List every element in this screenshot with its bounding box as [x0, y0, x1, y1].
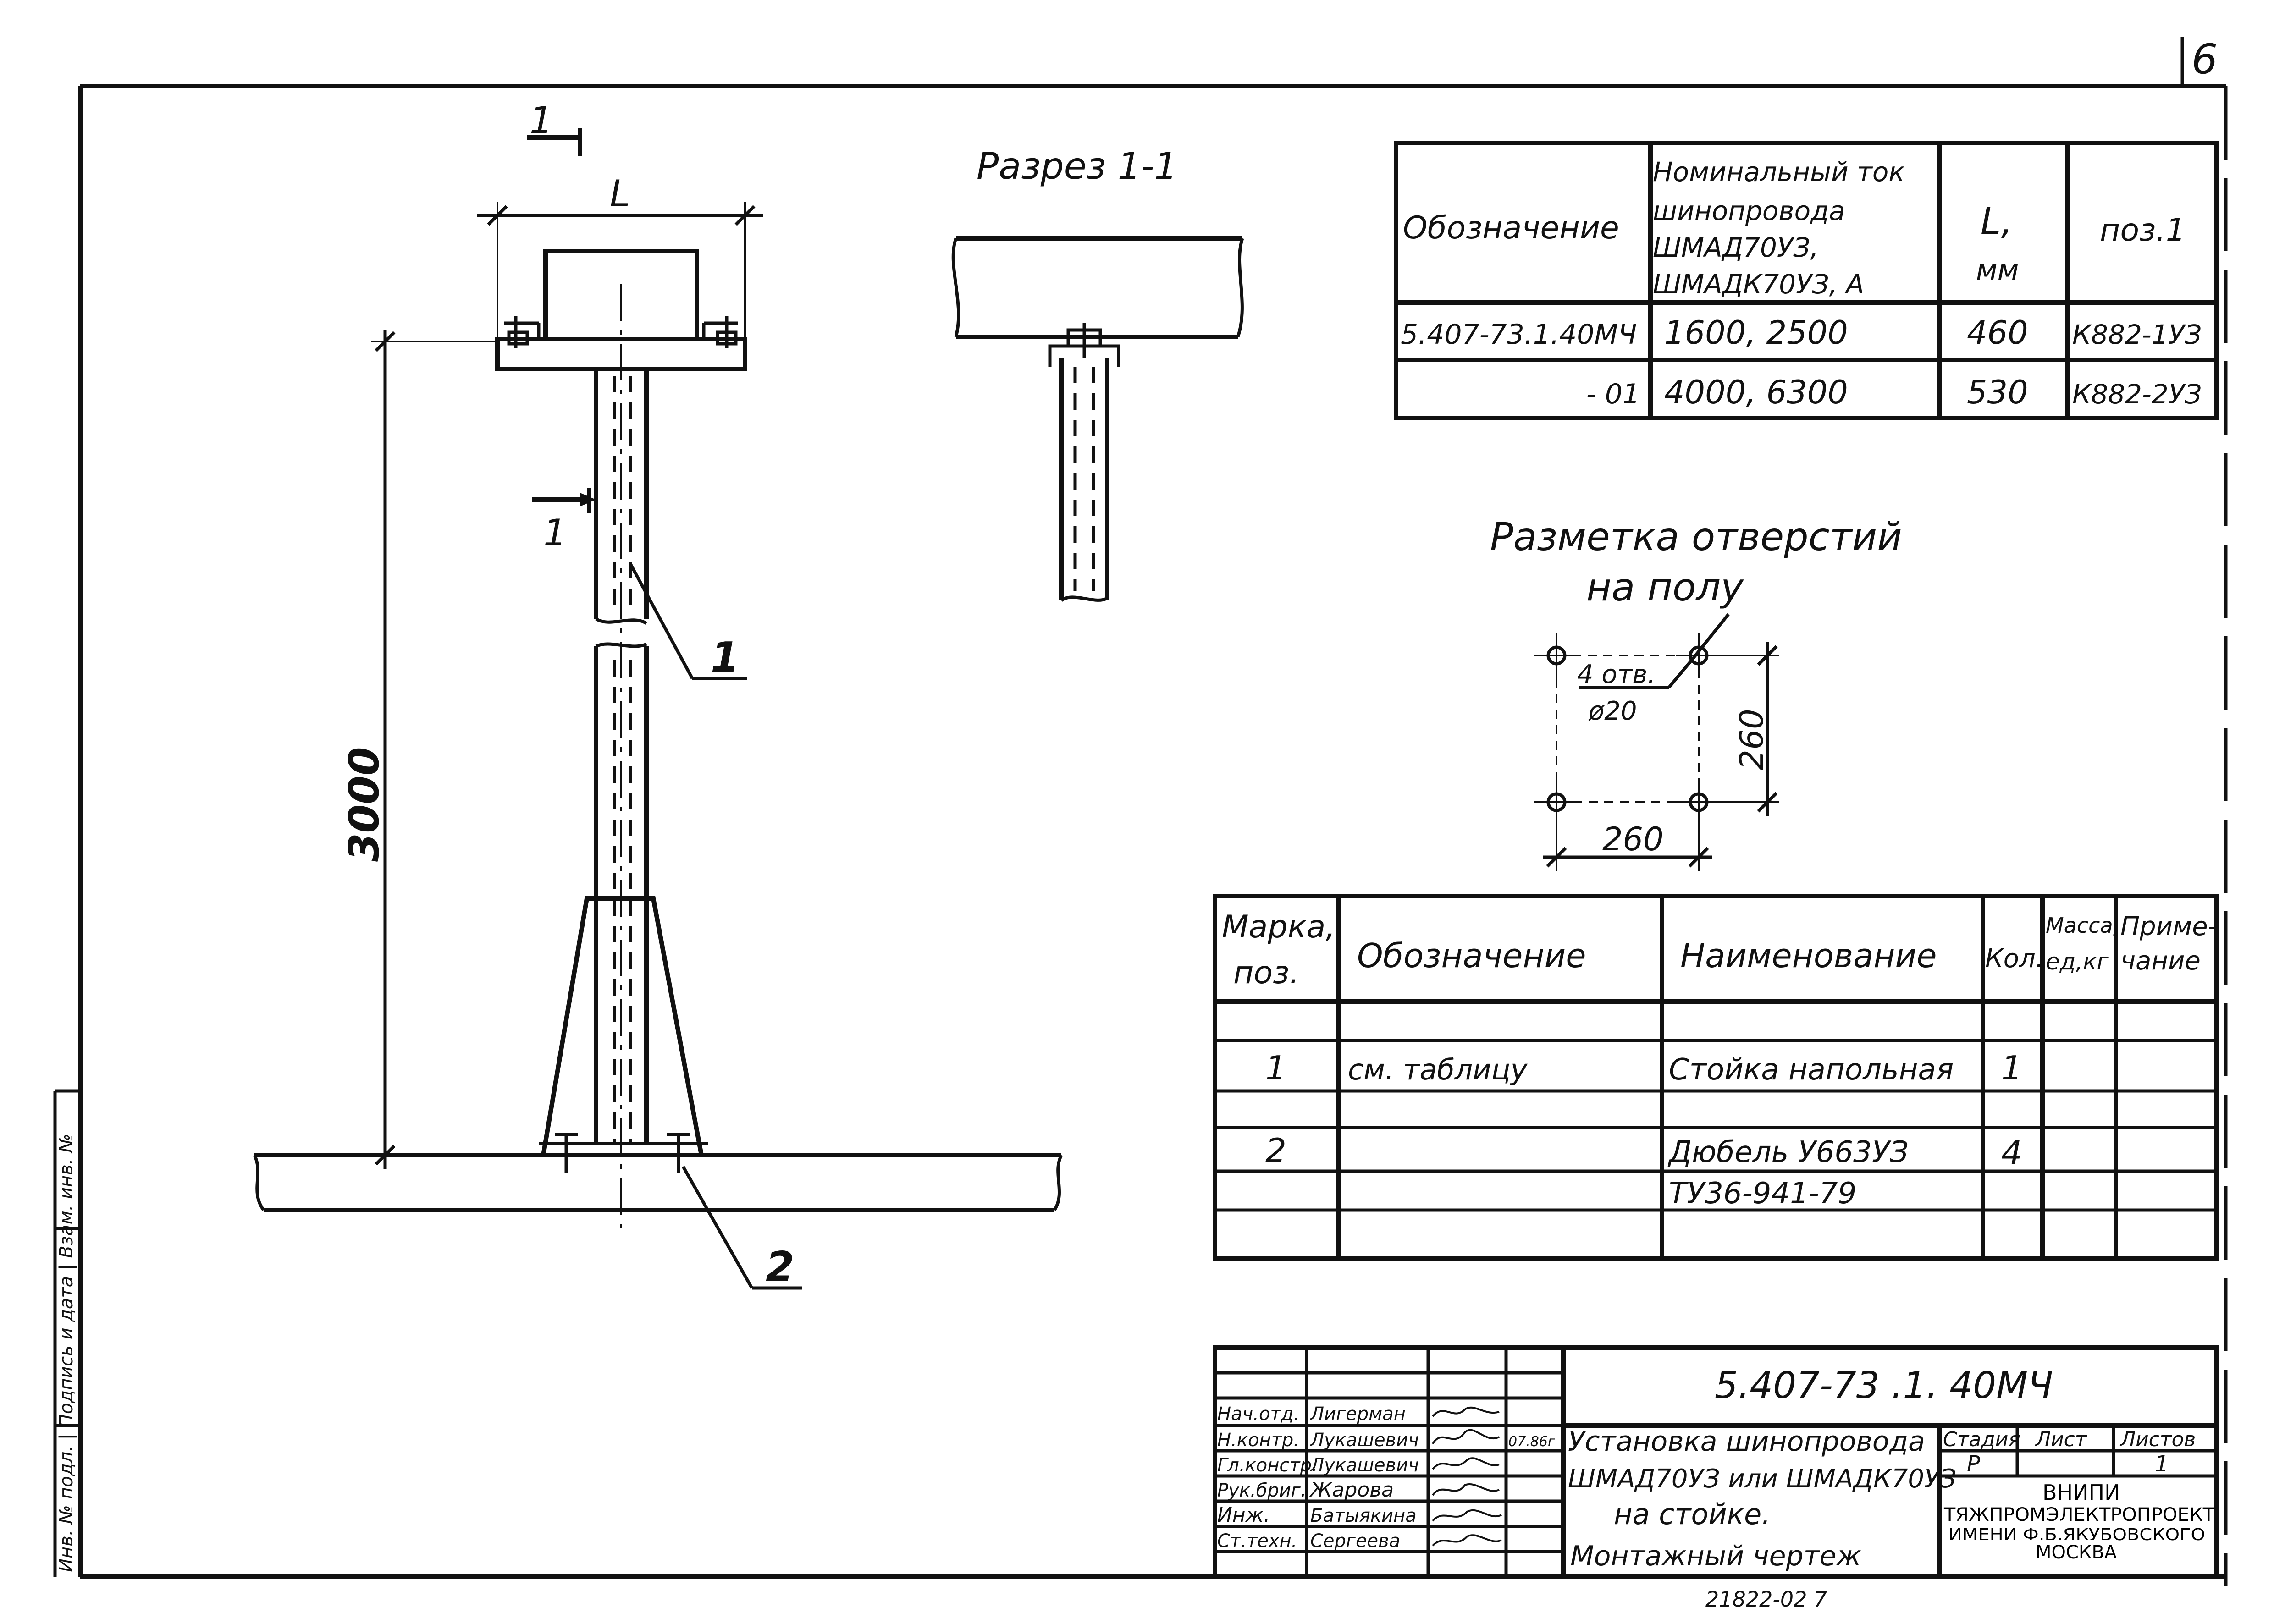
spec-row1-mark: 1	[1265, 1049, 1286, 1087]
param-header-length-line2: мм	[1976, 253, 2019, 286]
bottom-archive-number: 21822-02 7	[1706, 1587, 1827, 1612]
title-org-line3: ИМЕНИ Ф.Б.ЯКУБОВСКОГО	[1948, 1525, 2205, 1544]
specification-table: Марка, поз. Обозначение Наименование Кол…	[1213, 894, 2219, 1261]
spec-header-mass-line2: ед,кг	[2046, 948, 2109, 975]
sig-name-4: Жарова	[1309, 1478, 1394, 1502]
param-header-pos1: поз.1	[2100, 212, 2186, 248]
sig-date-2: 07.86г	[1508, 1434, 1555, 1450]
spec-header-qty: Кол.	[1985, 944, 2044, 974]
holes-note-line1: 4 отв.	[1577, 660, 1656, 689]
title-line4: Монтажный чертеж	[1570, 1540, 1861, 1572]
holes-note-line2: ø20	[1588, 696, 1637, 726]
spec-header-designation: Обозначение	[1357, 936, 1586, 975]
spec-header-mark-line1: Марка,	[1222, 909, 1336, 945]
title-line2: ШМАД70УЗ или ШМАДК70УЗ	[1568, 1464, 1956, 1494]
sheet-number: 6	[2191, 35, 2218, 83]
spec-header-note-line2: чание	[2120, 946, 2201, 976]
cut-marker-mid: 1	[543, 512, 567, 554]
title-sheet-header: Лист	[2035, 1428, 2087, 1451]
side-stamp: Инв. № подл. | Подпись и дата | Взам. ин…	[53, 1089, 80, 1577]
param-row1-designation: 5.407-73.1.40МЧ	[1401, 319, 1637, 351]
signature-scribbles	[1432, 1406, 1502, 1547]
title-org-line1: ВНИПИ	[2042, 1480, 2120, 1505]
param-header-designation: Обозначение	[1403, 210, 1619, 246]
callout-1: 1	[711, 633, 740, 682]
title-stage-value: Р	[1967, 1451, 1980, 1477]
param-row2-length: 530	[1967, 374, 2028, 411]
sig-role-3: Гл.констр.	[1217, 1455, 1318, 1476]
spec-row1-qty: 1	[2001, 1049, 2022, 1087]
param-header-current-line4: ШМАДК70УЗ, А	[1653, 269, 1864, 300]
param-row2-designation: - 01	[1586, 378, 1640, 410]
spec-row2-mark: 2	[1265, 1131, 1286, 1170]
param-header-current-line1: Номинальный ток	[1653, 156, 1904, 187]
param-row1-pos1: К882-1УЗ	[2072, 319, 2202, 350]
hole-layout: Разметка отверстий на полу 4 отв. ø20 26…	[1490, 514, 1902, 871]
title-org-line2: ТЯЖПРОМЭЛЕКТРОПРОЕКТ	[1943, 1504, 2215, 1525]
elevation-view: L 3000 1 1 1 2	[253, 99, 1063, 1291]
spec-row1-designation: см. таблицу	[1348, 1053, 1528, 1086]
holes-title-line2: на полу	[1586, 565, 1744, 610]
sig-role-5: Инж.	[1217, 1503, 1270, 1527]
title-sheets-header: Листов	[2119, 1428, 2196, 1451]
param-header-current-line2: шинопровода	[1653, 195, 1845, 226]
param-row1-current: 1600, 2500	[1664, 314, 1848, 352]
title-line1: Установка шинопровода	[1568, 1426, 1925, 1458]
sig-name-5: Батыякина	[1310, 1505, 1417, 1526]
side-stamp-text: Инв. № подл. | Подпись и дата | Взам. ин…	[56, 1134, 77, 1572]
title-org-line4: МОСКВА	[2036, 1542, 2117, 1563]
dim-label-3000: 3000	[340, 747, 388, 862]
param-row2-pos1: К882-2УЗ	[2072, 379, 2202, 410]
sig-name-1: Лигерман	[1309, 1404, 1406, 1425]
spec-header-note-line1: Приме-	[2120, 912, 2217, 941]
section-view: Разрез 1-1	[951, 145, 1244, 602]
parameters-table: Обозначение Номинальный ток шинопровода …	[1394, 141, 2219, 420]
sig-name-2: Лукашевич	[1309, 1430, 1419, 1451]
title-stage-header: Стадия	[1943, 1428, 2020, 1451]
title-sheets-value: 1	[2155, 1451, 2169, 1477]
param-row1-length: 460	[1967, 314, 2028, 352]
spec-row1-name: Стойка напольная	[1669, 1053, 1954, 1087]
title-document-code: 5.407-73 .1. 40МЧ	[1715, 1364, 2053, 1407]
spec-header-name: Наименование	[1680, 936, 1937, 975]
sheet-frame	[78, 37, 2228, 1586]
spec-row2-qty: 4	[2001, 1134, 2022, 1172]
spec-header-mass-line1: Масса,	[2046, 913, 2119, 938]
sig-role-6: Ст.техн.	[1217, 1530, 1297, 1552]
dim-label-L: L	[610, 172, 630, 215]
spec-row3-name: ТУ36-941-79	[1669, 1177, 1856, 1211]
spec-row2-name: Дюбель У663УЗ	[1667, 1135, 1909, 1169]
cut-marker-top: 1	[530, 99, 553, 142]
param-header-current-line3: ШМАД70УЗ,	[1653, 232, 1819, 263]
sig-name-3: Лукашевич	[1309, 1455, 1419, 1476]
sig-role-2: Н.контр.	[1217, 1430, 1299, 1451]
title-block: 5.407-73 .1. 40МЧ Установка шинопровода …	[1213, 1345, 2219, 1579]
callout-2: 2	[766, 1243, 795, 1291]
param-row2-current: 4000, 6300	[1664, 374, 1848, 411]
sig-name-6: Сергеева	[1310, 1530, 1400, 1552]
holes-dim-horizontal: 260	[1602, 820, 1664, 858]
sig-role-1: Нач.отд.	[1217, 1404, 1299, 1425]
section-label: Разрез 1-1	[977, 145, 1177, 187]
holes-title-line1: Разметка отверстий	[1490, 514, 1902, 559]
param-header-length-line1: L,	[1981, 200, 2013, 242]
sig-role-4: Рук.бриг.	[1217, 1480, 1306, 1501]
holes-dim-vertical: 260	[1733, 709, 1771, 770]
spec-header-mark-line2: поз.	[1233, 955, 1299, 991]
title-line3: на стойке.	[1614, 1497, 1771, 1531]
